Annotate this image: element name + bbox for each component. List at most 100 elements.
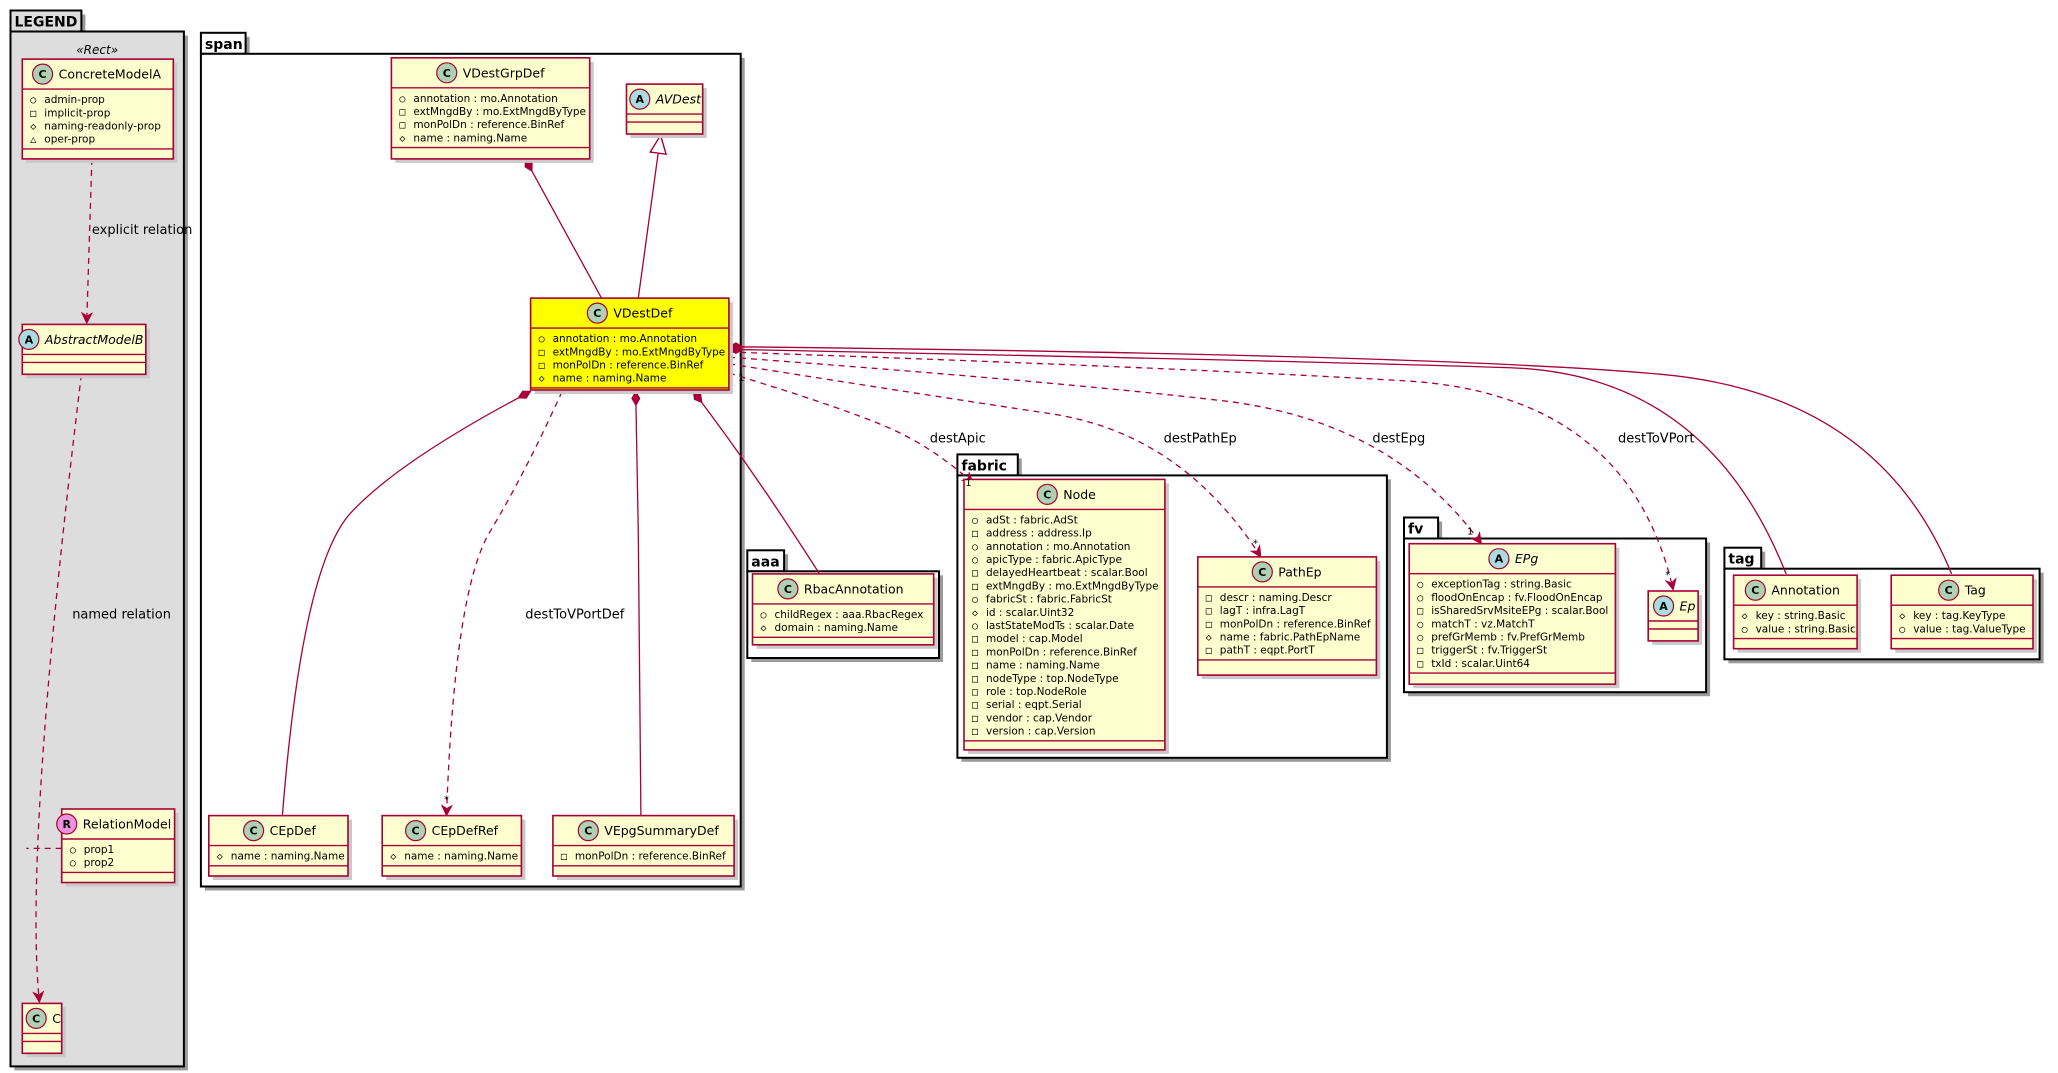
class-attribute: serial : eqpt.Serial xyxy=(986,699,1082,711)
class-name: PathEp xyxy=(1278,564,1321,579)
visibility-icon: □ xyxy=(1206,619,1212,630)
class-attribute: model : cap.Model xyxy=(986,633,1083,645)
class-attribute: vendor : cap.Vendor xyxy=(986,712,1093,724)
class-attribute: lagT : infra.LagT xyxy=(1220,605,1306,617)
class-attribute: name : naming.Name xyxy=(231,851,345,863)
svg-text:C: C xyxy=(593,307,601,320)
class-badge-icon xyxy=(436,62,458,84)
visibility-icon: □ xyxy=(972,727,978,738)
class-badge-icon xyxy=(577,819,599,842)
edge-grp-composition xyxy=(524,158,603,299)
visibility-icon: ◇ xyxy=(30,122,36,133)
multiplicity-end: 1 xyxy=(965,478,971,489)
visibility-icon: ◇ xyxy=(972,608,978,619)
class-attribute: monPolDn : reference.BinRef xyxy=(986,646,1137,658)
visibility-icon: ○ xyxy=(972,555,978,566)
visibility-icon: ◇ xyxy=(1899,611,1905,622)
package-title-aaa: aaa xyxy=(751,554,779,570)
class-name: VEpgSummaryDef xyxy=(604,823,719,838)
class-attribute: key : tag.KeyType xyxy=(1913,610,2005,622)
abstract-badge-icon xyxy=(1652,595,1675,617)
multiplicity-end: * xyxy=(1665,570,1670,581)
class-attribute: adSt : fabric.AdSt xyxy=(986,514,1078,526)
class-name: RbacAnnotation xyxy=(804,581,904,596)
class-attribute: implicit-prop xyxy=(44,107,110,119)
class-badge-icon xyxy=(1036,483,1058,505)
svg-text:C: C xyxy=(1945,584,1953,597)
visibility-icon: □ xyxy=(972,634,978,645)
class-name: Ep xyxy=(1680,599,1696,614)
visibility-icon: ○ xyxy=(539,334,545,345)
svg-text:A: A xyxy=(1495,553,1504,566)
svg-text:C: C xyxy=(32,1012,40,1025)
class-attribute: extMngdBy : mo.ExtMngdByType xyxy=(553,346,726,358)
class-attribute: annotation : mo.Annotation xyxy=(553,333,697,345)
class-attribute: naming-readonly-prop xyxy=(44,121,161,133)
visibility-icon: □ xyxy=(561,852,567,863)
class-attribute: prop1 xyxy=(84,844,115,856)
class-name: VDestDef xyxy=(613,306,673,321)
class-attribute: admin-prop xyxy=(44,94,105,106)
multiplicity-end: * xyxy=(1253,538,1258,549)
class-attribute: isSharedSrvMsiteEPg : scalar.Bool xyxy=(1431,605,1608,617)
package-title-fabric: fabric xyxy=(961,458,1007,474)
visibility-icon: □ xyxy=(1206,593,1212,604)
visibility-icon: ○ xyxy=(70,858,76,869)
visibility-icon: □ xyxy=(972,581,978,592)
class-name: CEpDef xyxy=(270,823,317,838)
package-title-tag: tag xyxy=(1728,552,1754,568)
visibility-icon: □ xyxy=(972,700,978,711)
svg-text:C: C xyxy=(39,68,47,81)
visibility-icon: ◇ xyxy=(1742,611,1748,622)
class-attribute: version : cap.Version xyxy=(986,726,1096,738)
class-badge-icon xyxy=(1938,579,1960,601)
svg-text:C: C xyxy=(250,825,258,838)
visibility-icon: □ xyxy=(399,120,405,131)
class-badge-icon xyxy=(777,578,799,600)
class-attribute: monPolDn : reference.BinRef xyxy=(413,119,564,131)
edge-label-destPathEp: destPathEp xyxy=(1164,432,1237,447)
class-attribute: value : tag.ValueType xyxy=(1913,623,2025,635)
visibility-icon: ◇ xyxy=(390,852,396,863)
class-attribute: oper-prop xyxy=(44,134,95,146)
package-title-legend: LEGEND xyxy=(15,15,78,31)
package-legend: LEGEND xyxy=(9,9,188,1071)
class-attribute: delayedHeartbeat : scalar.Bool xyxy=(986,567,1148,579)
edge-label-destToVPort: destToVPort xyxy=(1618,432,1694,447)
svg-text:C: C xyxy=(1258,566,1266,579)
class-attribute: name : naming.Name xyxy=(553,373,667,385)
class-name: VDestGrpDef xyxy=(463,65,545,80)
class-name: Tag xyxy=(1964,583,1986,598)
class-attribute: exceptionTag : string.Basic xyxy=(1431,579,1572,591)
visibility-icon: □ xyxy=(1417,659,1423,670)
class-name: AbstractModelB xyxy=(44,332,144,347)
multiplicity-end: * xyxy=(444,794,449,805)
class-attribute: annotation : mo.Annotation xyxy=(413,93,557,105)
visibility-icon: □ xyxy=(972,568,978,579)
class-attribute: monPolDn : reference.BinRef xyxy=(1220,618,1371,630)
visibility-icon: □ xyxy=(1417,606,1423,617)
multiplicity-start: 1 xyxy=(738,373,744,384)
edge-avdest-generalization xyxy=(637,135,660,299)
class-attribute: name : naming.Name xyxy=(404,851,518,863)
svg-text:C: C xyxy=(443,67,451,80)
svg-text:C: C xyxy=(412,825,420,838)
